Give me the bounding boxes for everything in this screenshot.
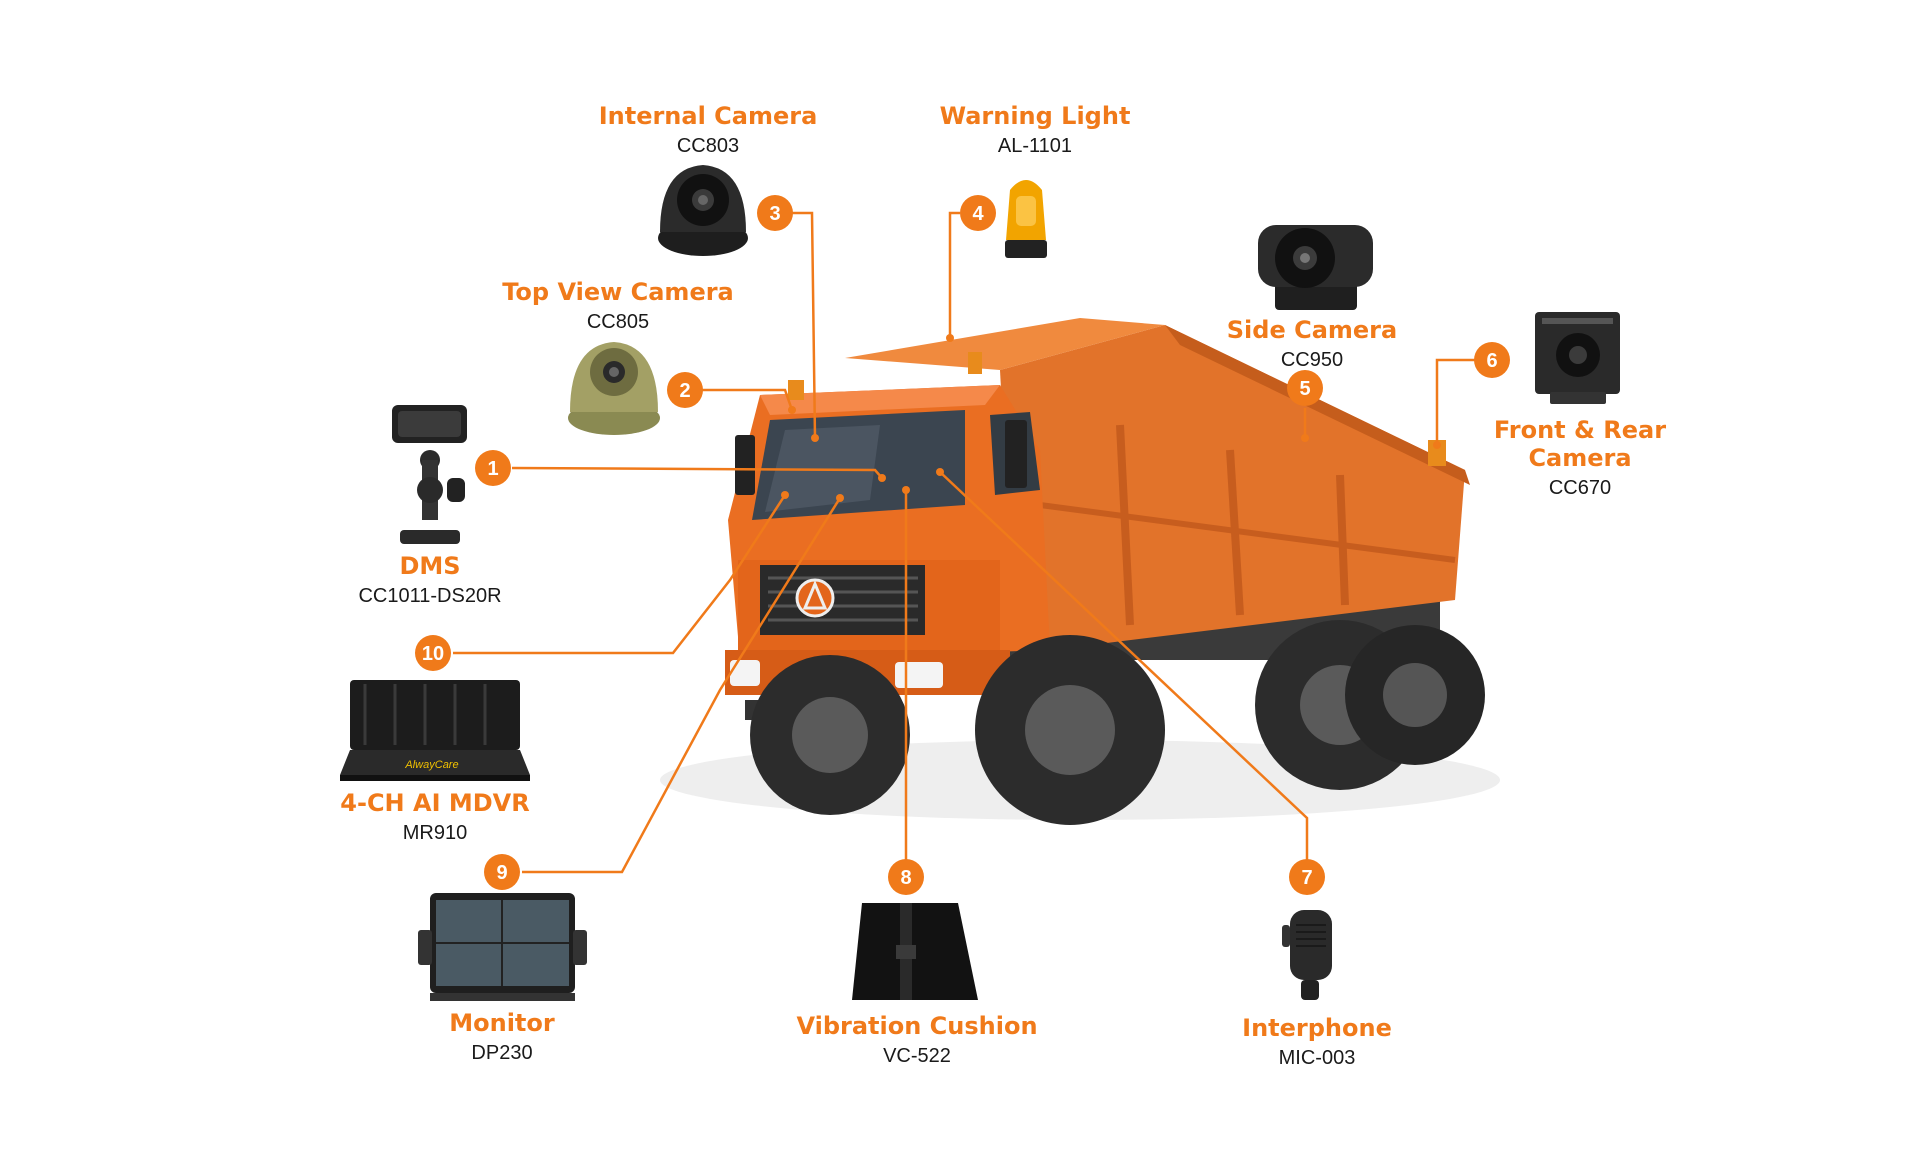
dms-camera-mount-icon <box>392 405 467 544</box>
dome-camera-icon-top-view <box>568 342 660 435</box>
badge-10: 10 <box>415 635 451 671</box>
label-monitor: Monitor DP230 <box>362 1009 642 1067</box>
dome-camera-icon-internal <box>658 165 748 256</box>
label-internal-camera: Internal Camera CC803 <box>568 102 848 160</box>
connector-3 <box>789 211 817 439</box>
component-name: Monitor <box>449 1009 555 1037</box>
badge-7: 7 <box>1289 859 1325 895</box>
svg-text:4: 4 <box>972 203 984 225</box>
label-vibration-cushion: Vibration Cushion VC-522 <box>777 1012 1057 1070</box>
label-mdvr: 4-CH AI MDVR MR910 <box>295 789 575 847</box>
label-dms: DMS CC1011-DS20R <box>290 552 570 610</box>
component-model: CC1011-DS20R <box>358 585 502 607</box>
component-model: DP230 <box>471 1042 533 1064</box>
svg-text:10: 10 <box>422 643 444 665</box>
handheld-microphone-icon <box>1282 910 1332 1000</box>
connector-4 <box>948 211 960 338</box>
badge-8: 8 <box>888 859 924 895</box>
component-model: AL-1101 <box>997 135 1073 157</box>
component-model: MR910 <box>402 822 468 844</box>
cushion-icon <box>852 903 978 1000</box>
badge-5: 5 <box>1287 370 1323 406</box>
badge-9: 9 <box>484 854 520 890</box>
mdvr-box-icon: AlwayCare <box>340 680 530 781</box>
number-badges: 1 2 3 4 5 6 7 8 9 10 <box>415 195 1510 895</box>
component-name: Side Camera <box>1226 316 1398 344</box>
badge-3: 3 <box>757 195 793 231</box>
svg-text:6: 6 <box>1486 350 1497 372</box>
connector-6 <box>1435 358 1475 445</box>
dump-truck-illustration <box>725 318 1485 825</box>
connector-10 <box>453 494 787 655</box>
badge-2: 2 <box>667 372 703 408</box>
component-name-line1: Front & Rear <box>1493 416 1667 444</box>
rear-camera-icon <box>1535 312 1620 404</box>
connector-2 <box>698 388 794 411</box>
component-name: 4-CH AI MDVR <box>340 789 530 817</box>
connector-9 <box>522 497 842 874</box>
component-model: VC-522 <box>883 1045 951 1067</box>
svg-text:5: 5 <box>1299 378 1310 400</box>
component-model: MIC-003 <box>1278 1047 1356 1069</box>
component-name: DMS <box>399 552 461 580</box>
connector-7 <box>939 471 1309 860</box>
label-side-camera: Side Camera CC950 <box>1172 316 1452 374</box>
component-model: CC805 <box>586 311 650 333</box>
monitor-icon <box>418 893 587 1001</box>
svg-text:AlwayCare: AlwayCare <box>404 759 458 771</box>
label-warning-light: Warning Light AL-1101 <box>895 102 1175 160</box>
svg-text:8: 8 <box>900 867 911 889</box>
component-model: CC803 <box>676 135 740 157</box>
badge-6: 6 <box>1474 342 1510 378</box>
connector-end-dots <box>781 334 1441 502</box>
svg-text:1: 1 <box>487 458 498 480</box>
label-top-view-camera: Top View Camera CC805 <box>478 278 758 336</box>
component-name-line2: Camera <box>1528 444 1632 472</box>
svg-text:7: 7 <box>1301 867 1312 889</box>
component-name: Interphone <box>1242 1014 1392 1042</box>
svg-text:3: 3 <box>769 203 780 225</box>
truck-wheels <box>750 620 1485 825</box>
beacon-light-icon <box>1005 180 1047 258</box>
svg-text:2: 2 <box>679 380 690 402</box>
svg-text:9: 9 <box>496 862 507 884</box>
component-name: Warning Light <box>939 102 1131 130</box>
side-camera-icon <box>1258 225 1373 310</box>
label-interphone: Interphone MIC-003 <box>1177 1014 1457 1072</box>
badge-1: 1 <box>475 450 511 486</box>
component-name: Internal Camera <box>598 102 818 130</box>
component-name: Top View Camera <box>502 278 734 306</box>
component-name: Vibration Cushion <box>796 1012 1038 1040</box>
component-model: CC950 <box>1280 349 1344 371</box>
label-front-rear-camera: Front & Rear Camera CC670 <box>1440 416 1720 502</box>
badge-4: 4 <box>960 195 996 231</box>
component-model: CC670 <box>1548 477 1612 499</box>
